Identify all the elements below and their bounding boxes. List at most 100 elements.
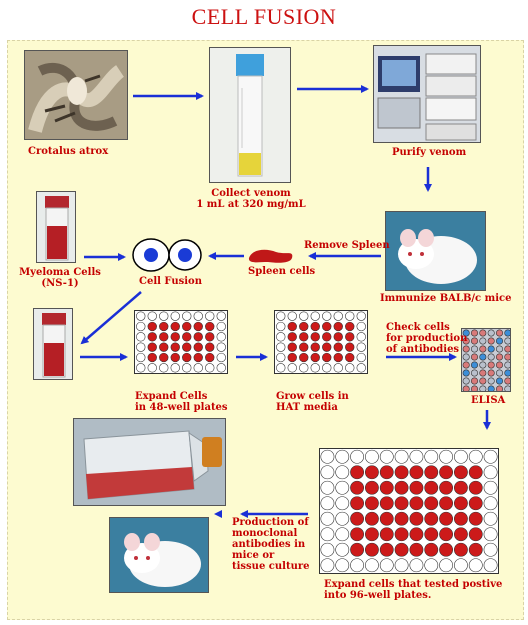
well: [335, 542, 350, 557]
well: [182, 363, 192, 373]
well: [159, 363, 169, 373]
well: [159, 321, 169, 332]
well: [335, 496, 350, 511]
well: [439, 496, 454, 511]
well: [424, 496, 439, 511]
well: [299, 311, 309, 321]
label-expand-48: Expand Cells in 48-well plates: [135, 391, 228, 413]
well: [170, 352, 180, 363]
well: [487, 337, 495, 345]
well: [462, 369, 470, 377]
label-production-line1: Production of: [232, 517, 309, 528]
well: [365, 480, 379, 495]
label-remove-spleen: Remove Spleen: [304, 240, 390, 251]
well: [483, 542, 498, 557]
well: [468, 496, 483, 511]
well: [335, 511, 350, 526]
well: [439, 527, 454, 542]
fusion-tube-photo: [33, 308, 73, 380]
label-myeloma: Myeloma Cells (NS-1): [18, 267, 102, 289]
well: [350, 511, 364, 526]
well: [479, 369, 487, 377]
well: [350, 465, 364, 480]
well: [205, 363, 215, 373]
well: [424, 465, 439, 480]
well: [504, 361, 510, 369]
well: [379, 511, 394, 526]
well: [333, 321, 343, 332]
well: [205, 321, 215, 332]
plate-96-well: [319, 448, 499, 574]
elisa-plate-photo: [461, 328, 511, 392]
well: [394, 511, 409, 526]
well: [310, 332, 320, 342]
well: [182, 342, 192, 352]
well: [350, 496, 364, 511]
well: [335, 558, 350, 573]
well: [193, 363, 203, 373]
well: [365, 542, 379, 557]
well: [182, 332, 192, 342]
well: [483, 511, 498, 526]
well: [136, 352, 146, 363]
venom-tube-photo: [209, 47, 291, 183]
well: [322, 363, 332, 373]
well: [335, 527, 350, 542]
well: [409, 511, 424, 526]
label-production-line2: monoclonal: [232, 528, 298, 539]
well: [495, 361, 503, 369]
well: [479, 385, 487, 391]
well: [483, 465, 498, 480]
well: [487, 377, 495, 385]
label-grow-hat-line2: HAT media: [276, 402, 338, 413]
label-spleen-cells: Spleen cells: [248, 266, 316, 277]
well: [409, 527, 424, 542]
well: [365, 511, 379, 526]
well: [216, 332, 226, 342]
well: [205, 311, 215, 321]
well: [310, 311, 320, 321]
well: [504, 353, 510, 361]
page-title: CELL FUSION: [191, 4, 337, 29]
well: [320, 511, 335, 526]
well: [471, 337, 479, 345]
well: [350, 542, 364, 557]
well: [424, 449, 439, 464]
label-collect-venom: Collect venom 1 mL at 320 mg/mL: [195, 188, 307, 210]
well: [310, 342, 320, 352]
well: [350, 449, 364, 464]
well: [216, 352, 226, 363]
well: [356, 332, 366, 342]
well: [147, 332, 157, 342]
well: [365, 527, 379, 542]
well: [276, 311, 286, 321]
label-elisa: ELISA: [471, 395, 506, 406]
well: [462, 361, 470, 369]
well: [439, 449, 454, 464]
well: [205, 332, 215, 342]
well: [365, 465, 379, 480]
label-production: Production of monoclonal antibodies in m…: [232, 517, 309, 572]
well: [345, 311, 355, 321]
production-mouse-photo: [109, 517, 209, 593]
well: [159, 352, 169, 363]
snake-photo: [24, 50, 128, 140]
well: [182, 311, 192, 321]
well: [345, 321, 355, 332]
well: [462, 385, 470, 391]
well: [205, 342, 215, 352]
well: [468, 511, 483, 526]
well: [147, 311, 157, 321]
well: [147, 363, 157, 373]
well: [356, 311, 366, 321]
well: [193, 342, 203, 352]
well: [379, 465, 394, 480]
well: [454, 542, 468, 557]
well: [287, 311, 297, 321]
well: [147, 321, 157, 332]
well: [216, 342, 226, 352]
well: [333, 363, 343, 373]
well: [193, 352, 203, 363]
well: [320, 496, 335, 511]
well: [424, 542, 439, 557]
